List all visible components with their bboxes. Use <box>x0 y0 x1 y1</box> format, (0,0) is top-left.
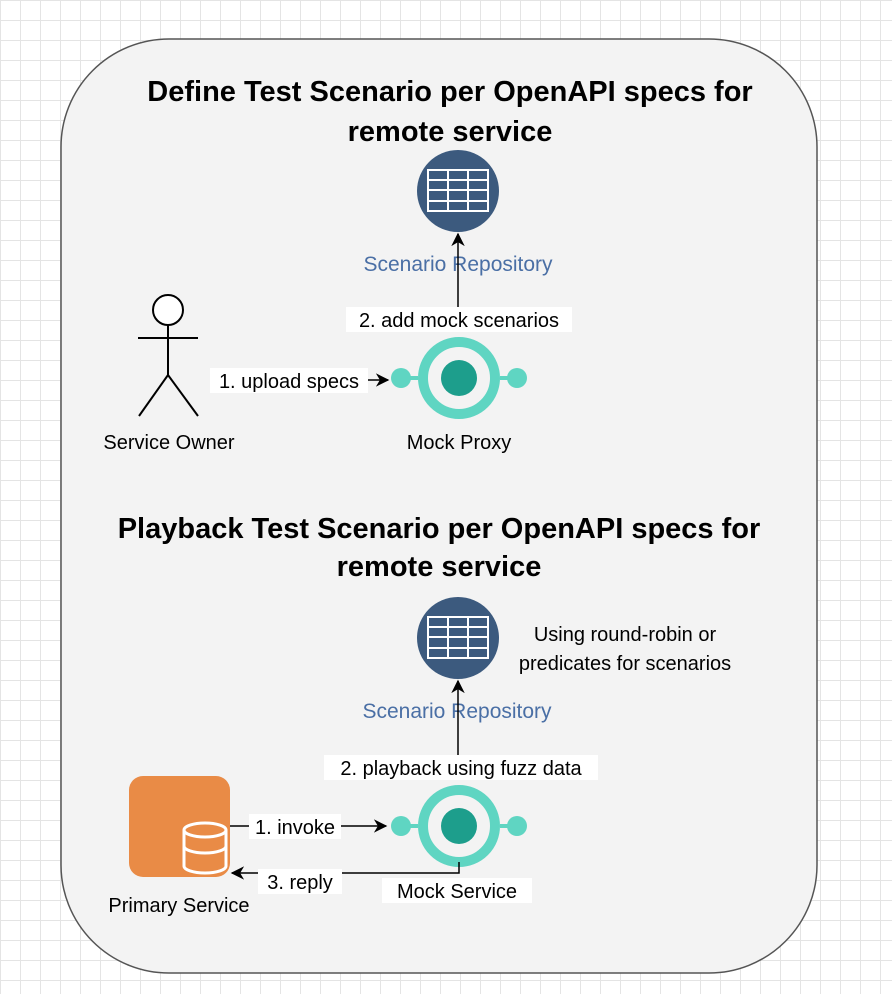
edge-invoke-label: 1. invoke <box>255 817 335 839</box>
person-icon[interactable] <box>138 294 199 417</box>
edge-reply-label: 3. reply <box>267 872 333 894</box>
database-table-icon[interactable] <box>417 597 499 679</box>
section2-title-line2: remote service <box>337 551 542 583</box>
primary-service-label: Primary Service <box>108 895 249 917</box>
mock-service-icon[interactable] <box>391 337 527 419</box>
section1-title-line2: remote service <box>348 116 553 148</box>
scenario-note-line1: Using round-robin or <box>534 624 717 646</box>
actor-label: Service Owner <box>103 432 234 454</box>
app-service-icon[interactable] <box>129 776 230 877</box>
section2-repository-label: Scenario Repository <box>362 700 552 723</box>
edge-playback-label: 2. playback using fuzz data <box>340 758 582 780</box>
edge-upload-specs-label: 1. upload specs <box>219 371 359 393</box>
edge-add-scenarios-label: 2. add mock scenarios <box>359 310 559 332</box>
mock-service-label: Mock Service <box>397 881 517 903</box>
proxy-label: Mock Proxy <box>407 432 511 454</box>
section1-title-line1: Define Test Scenario per OpenAPI specs f… <box>147 76 752 108</box>
scenario-note-line2: predicates for scenarios <box>519 653 731 675</box>
section2-title-line1: Playback Test Scenario per OpenAPI specs… <box>118 513 761 545</box>
database-table-icon[interactable] <box>417 150 499 232</box>
scenario-container[interactable] <box>60 38 818 974</box>
